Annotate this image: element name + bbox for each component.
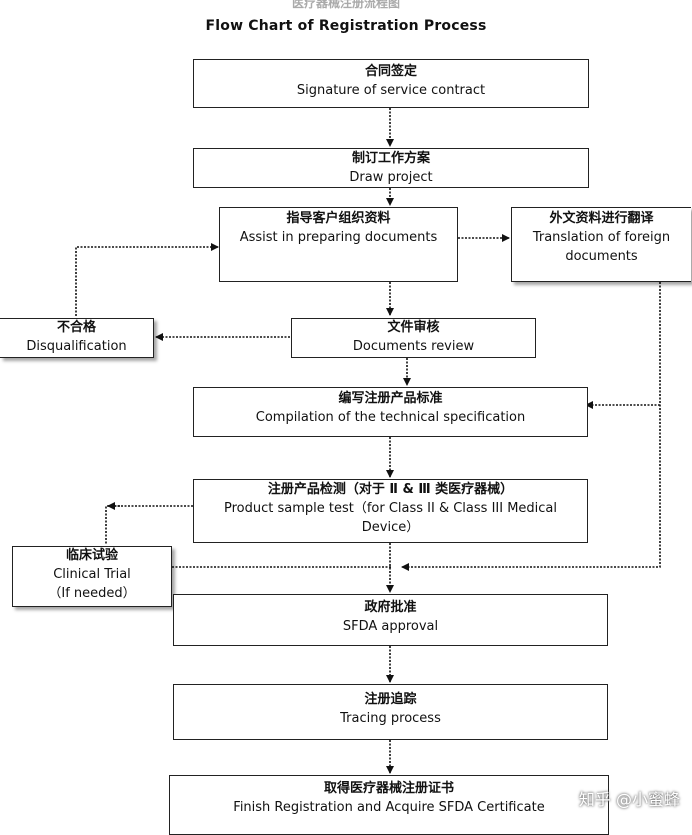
step-sample-test-zh: 注册产品检测（对于 Ⅱ & Ⅲ 类医疗器械） (267, 482, 514, 497)
arrow-disqualify-loop-to-assist (75, 243, 219, 316)
step-tracing-zh: 注册追踪 (364, 692, 417, 707)
step-translation-en-2: documents (565, 249, 638, 264)
step-sfda-approval-en: SFDA approval (342, 619, 439, 634)
step-finish: 取得医疗器械注册证书 Finish Registration and Acqui… (169, 775, 609, 835)
step-clinical-trial-zh: 临床试验 (65, 548, 118, 563)
step-spec-en: Compilation of the technical specificati… (255, 410, 526, 425)
step-sample-test-en-1: Product sample test（for Class II & Class… (223, 501, 558, 516)
step-sfda-approval: 政府批准 SFDA approval (173, 594, 608, 646)
step-disqualification-zh: 不合格 (56, 320, 96, 335)
step-finish-zh: 取得医疗器械注册证书 (323, 781, 454, 796)
step-disqualification: 不合格 Disqualification (0, 318, 154, 358)
step-draw: 制订工作方案 Draw project (193, 148, 589, 188)
step-spec: 编写注册产品标准 Compilation of the technical sp… (193, 387, 588, 437)
step-sfda-approval-zh: 政府批准 (364, 600, 417, 615)
step-translation-zh: 外文资料进行翻译 (549, 211, 654, 226)
arrow-sample-to-clinical (105, 505, 193, 545)
step-review-en: Documents review (352, 339, 475, 354)
step-clinical-trial-en-2: （If needed） (48, 586, 136, 601)
step-contract-zh: 合同签定 (364, 64, 417, 79)
step-draw-zh: 制订工作方案 (351, 151, 430, 166)
chart-title: Flow Chart of Registration Process (205, 18, 487, 34)
step-sample-test-en-2: Device） (361, 520, 420, 535)
step-translation-en-1: Translation of foreign (532, 230, 671, 245)
step-tracing-en: Tracing process (340, 711, 441, 726)
step-sample-test: 注册产品检测（对于 Ⅱ & Ⅲ 类医疗器械） Product sample te… (193, 479, 588, 543)
step-assist-en: Assist in preparing documents (239, 230, 438, 245)
step-translation: 外文资料进行翻译 Translation of foreign document… (511, 207, 691, 282)
step-assist-zh: 指导客户组织资料 (286, 211, 391, 226)
step-clinical-trial: 临床试验 Clinical Trial （If needed） (12, 546, 172, 607)
step-spec-zh: 编写注册产品标准 (338, 391, 443, 406)
step-draw-en: Draw project (349, 170, 433, 185)
step-review-zh: 文件审核 (387, 320, 440, 335)
watermark: 知乎 @小蜜蜂 (578, 790, 680, 809)
faded-title: 医疗器械注册流程图 (291, 0, 400, 10)
step-clinical-trial-en-1: Clinical Trial (53, 567, 131, 582)
arrow-translation-to-spec-and-sfda (401, 282, 661, 571)
step-disqualification-en: Disqualification (26, 339, 127, 354)
step-finish-en: Finish Registration and Acquire SFDA Cer… (233, 800, 545, 815)
step-contract-en: Signature of service contract (296, 83, 486, 98)
step-tracing: 注册追踪 Tracing process (173, 684, 608, 740)
step-assist: 指导客户组织资料 Assist in preparing documents (219, 207, 458, 282)
step-review: 文件审核 Documents review (291, 318, 536, 358)
step-contract: 合同签定 Signature of service contract (193, 59, 589, 108)
